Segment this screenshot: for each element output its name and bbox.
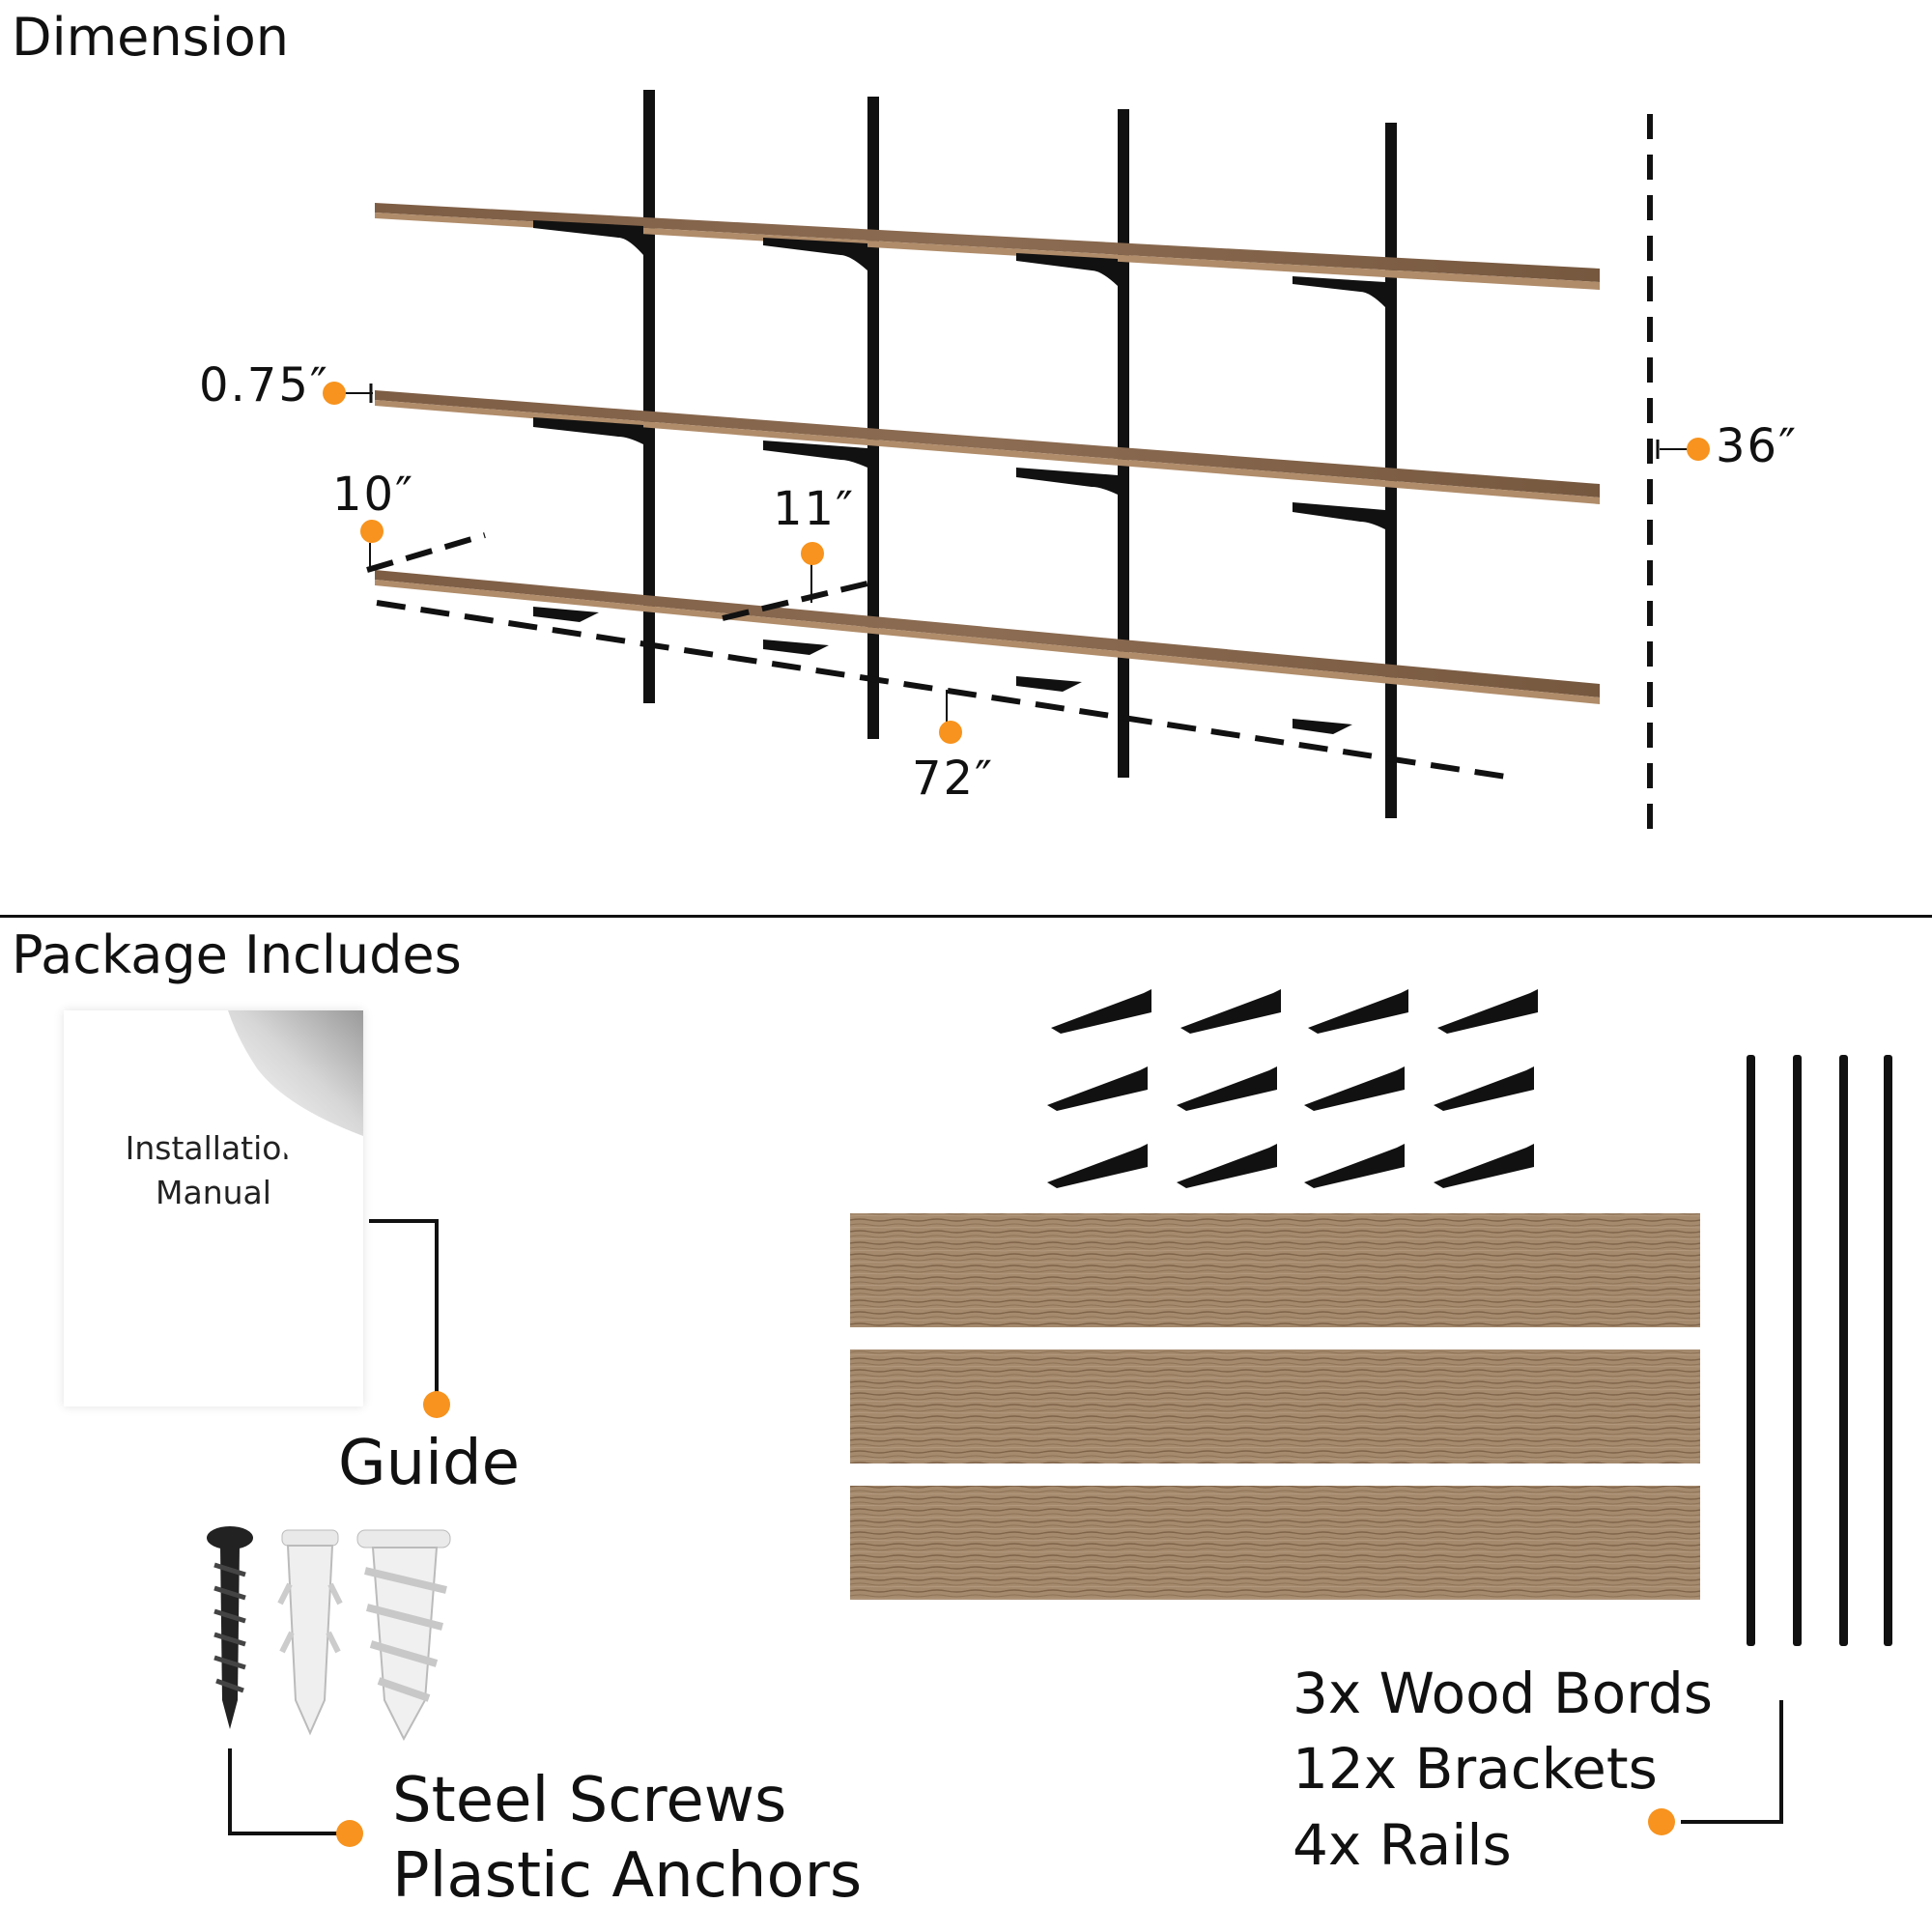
- manual-title-line2: Manual: [156, 1174, 271, 1212]
- wood-board: [850, 1213, 1700, 1327]
- parts-item: 12x Brackets: [1293, 1736, 1658, 1803]
- bracket-icon: [1180, 989, 1281, 1034]
- wood-board: [850, 1350, 1700, 1463]
- shelf-middle: [375, 390, 1600, 504]
- installation-manual: Installation Manual: [64, 1010, 363, 1406]
- bracket-icon: [1434, 1144, 1534, 1188]
- wood-board: [850, 1486, 1700, 1600]
- marker-dot: [323, 382, 346, 405]
- thickness-label: 0.75″: [199, 358, 329, 412]
- height-label: 36″: [1716, 419, 1799, 473]
- shelf-top: [375, 203, 1600, 290]
- parts-list: 3x Wood Bords 12x Brackets 4x Rails: [1293, 1656, 1713, 1883]
- parts-item: 4x Rails: [1293, 1811, 1512, 1878]
- callouts: [228, 1219, 1783, 1835]
- rail: [643, 90, 655, 703]
- parts-item: 3x Wood Bords: [1293, 1661, 1713, 1726]
- hardware: [207, 1526, 451, 1742]
- marker-dots-lower: [336, 1391, 1675, 1847]
- bracket-icon: [1047, 1144, 1148, 1188]
- marker-dot: [336, 1820, 363, 1847]
- bracket-icon: [1437, 989, 1538, 1034]
- marker-dot: [423, 1391, 450, 1418]
- rail: [1118, 109, 1129, 778]
- guide-label: Guide: [338, 1428, 520, 1499]
- bracket-icon: [1308, 989, 1408, 1034]
- rails-package: [1747, 1055, 1892, 1646]
- bracket-icon: [1434, 1066, 1534, 1111]
- shelf-bottom: [375, 570, 1600, 704]
- hardware-label-line1: Steel Screws: [392, 1765, 787, 1836]
- depth-outer-label: 10″: [332, 468, 415, 522]
- bracket-icon: [1047, 1066, 1148, 1111]
- screw-icon: [207, 1526, 253, 1729]
- brackets-upper: [533, 220, 1385, 734]
- depth-inner-label: 11″: [773, 482, 856, 536]
- rails-upper: [643, 90, 1397, 818]
- drywall-anchor-icon: [356, 1529, 451, 1742]
- bracket-icon: [1051, 989, 1151, 1034]
- hardware-label-line2: Plastic Anchors: [392, 1840, 863, 1913]
- marker-dot: [1687, 438, 1710, 461]
- rail-icon: [1884, 1055, 1892, 1646]
- rail-icon: [1839, 1055, 1848, 1646]
- package-title: Package Includes: [12, 924, 462, 985]
- length-label: 72″: [912, 752, 995, 806]
- rail-icon: [1747, 1055, 1755, 1646]
- rail-icon: [1793, 1055, 1802, 1646]
- bracket-icon: [1177, 1144, 1277, 1188]
- marker-dot: [360, 520, 384, 543]
- marker-dot: [1648, 1808, 1675, 1835]
- wall-anchor-icon: [277, 1529, 343, 1736]
- hardware-label: Steel Screws Plastic Anchors: [392, 1763, 862, 1914]
- bracket-icon: [1304, 1144, 1405, 1188]
- bracket-grid: [1047, 989, 1538, 1188]
- marker-dot: [801, 542, 824, 565]
- marker-dots-upper: [323, 382, 1710, 744]
- marker-dot: [939, 721, 962, 744]
- section-divider: [0, 915, 1932, 918]
- rail: [867, 97, 879, 739]
- dimension-title: Dimension: [12, 7, 290, 68]
- bracket-icon: [1177, 1066, 1277, 1111]
- wood-boards: [850, 1213, 1700, 1600]
- page-curl-icon: [218, 1010, 363, 1175]
- bracket-icon: [1304, 1066, 1405, 1111]
